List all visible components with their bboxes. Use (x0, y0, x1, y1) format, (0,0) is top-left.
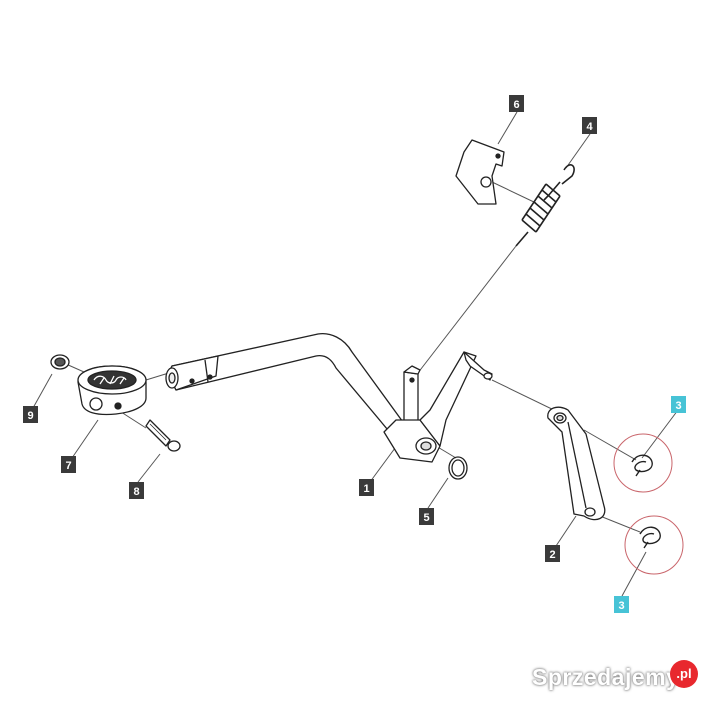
callout-label: 9 (27, 410, 33, 422)
assembly-line-3b (599, 515, 641, 533)
callout-5: 5 (419, 508, 434, 525)
leader-line-1 (369, 443, 399, 483)
callout-7: 7 (61, 456, 76, 473)
part-pedal-head (77, 365, 147, 416)
part-clip-3a (631, 454, 653, 477)
callout-label: 1 (363, 483, 369, 495)
callout-box (582, 117, 597, 134)
callout-box (545, 545, 560, 562)
part-ring (448, 456, 468, 480)
assembly-line-2 (491, 379, 559, 413)
callout-box (129, 482, 144, 499)
callout-label: 5 (423, 512, 429, 524)
watermark-text: Sprzedajemy (532, 664, 680, 690)
part-spring (515, 164, 575, 247)
part-bushing (50, 354, 70, 370)
leader-line-3a (641, 409, 679, 459)
callout-9: 9 (23, 406, 38, 423)
leader-line-7 (71, 419, 99, 459)
callout-label: 3 (675, 400, 681, 412)
callout-4: 4 (582, 117, 597, 134)
callout-box (61, 456, 76, 473)
callout-box-highlight (614, 596, 629, 613)
leader-line-5 (427, 477, 449, 509)
callout-1: 1 (359, 479, 374, 496)
callout-8: 8 (129, 482, 144, 499)
part-bracket (455, 139, 505, 205)
callout-label: 2 (549, 549, 555, 561)
callout-label: 7 (65, 460, 71, 472)
highlight-circle-3b (624, 515, 684, 575)
part-link-plate (547, 406, 606, 521)
callout-box (509, 95, 524, 112)
leader-line-8 (137, 453, 161, 483)
leader-line-6 (497, 111, 518, 145)
part-lever-arm (165, 332, 493, 463)
callout-label: 3 (618, 600, 624, 612)
part-bolt (145, 419, 181, 452)
leader-line-3b (621, 551, 647, 597)
part-clip-3b (639, 526, 661, 549)
callout-box (419, 508, 434, 525)
callout-2: 2 (545, 545, 560, 562)
assembly-line-3a (583, 429, 637, 461)
assembly-line-6 (491, 181, 537, 204)
assembly-line-4 (413, 245, 517, 379)
callout-box-highlight (671, 396, 686, 413)
highlight-circle-3a (613, 433, 673, 493)
watermark-logo-badge: .pl (670, 660, 698, 688)
callout-3b: 3 (614, 596, 629, 613)
callout-box (359, 479, 374, 496)
leader-line-9 (32, 373, 53, 409)
callout-3a: 3 (671, 396, 686, 413)
callout-label: 8 (133, 486, 139, 498)
leader-line-4 (565, 133, 591, 169)
callout-label: 6 (513, 99, 519, 111)
leader-line-2 (555, 515, 577, 547)
callout-box (23, 406, 38, 423)
callout-label: 4 (586, 121, 593, 133)
assembly-line-9 (65, 363, 85, 373)
callout-6: 6 (509, 95, 524, 112)
